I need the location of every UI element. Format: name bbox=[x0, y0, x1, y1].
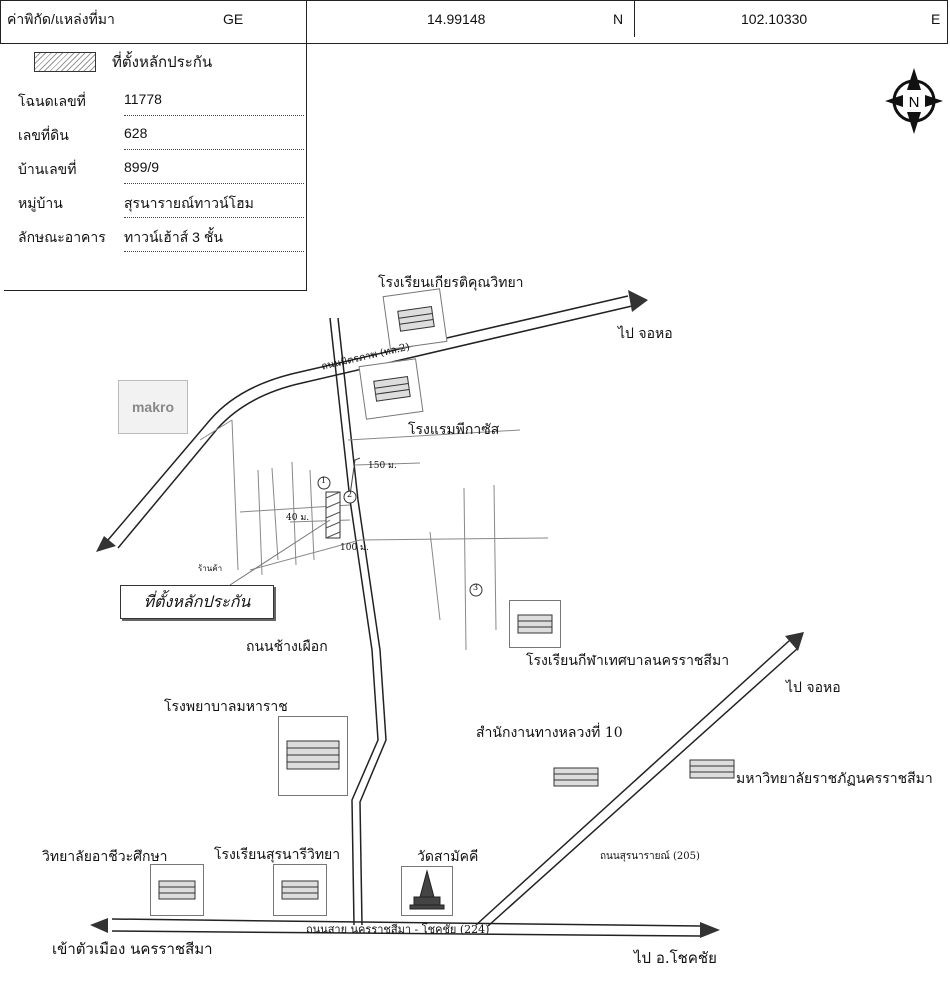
label-highway-office: สำนักงานทางหลวงที่ 10 bbox=[476, 725, 623, 741]
label-road-chokchai: ถนนสาย นครราชสีมา - โชคชัย (224) bbox=[306, 923, 490, 936]
info-row-village: หมู่บ้าน สุรนารายณ์ทาวน์โฮม bbox=[4, 184, 306, 218]
label-to-jorho-top: ไป จอหอ bbox=[618, 326, 673, 342]
arrow-to-jorho-top bbox=[628, 290, 648, 312]
info-row-value: 11778 bbox=[124, 91, 162, 107]
label-dist-100: 100 ม. bbox=[340, 543, 369, 553]
coord-source: GE bbox=[223, 11, 244, 27]
road-mittraphap bbox=[107, 295, 633, 549]
label-small-road: ร้านค้า bbox=[198, 564, 223, 573]
info-row-value: 899/9 bbox=[124, 159, 160, 175]
label-vocational: วิทยาลัยอาชีวะศึกษา bbox=[42, 849, 168, 865]
info-row-building-type: ลักษณะอาคาร ทาวน์เฮ้าส์ 3 ชั้น bbox=[4, 218, 306, 252]
marker-2-label: 2 bbox=[347, 490, 353, 499]
info-row-label: บ้านเลขที่ bbox=[18, 161, 77, 177]
info-row-label: ลักษณะอาคาร bbox=[18, 229, 106, 245]
info-row-deed: โฉนดเลขที่ 11778 bbox=[4, 82, 306, 116]
info-row-value: สุรนารายณ์ทาวน์โฮม bbox=[124, 195, 254, 211]
coordinate-header: ค่าพิกัด/แหล่งที่มา GE 14.99148 N 102.10… bbox=[0, 0, 948, 44]
property-info-panel: ที่ตั้งหลักประกัน โฉนดเลขที่ 11778 เลขที… bbox=[4, 44, 307, 291]
arrow-to-west bbox=[96, 536, 116, 552]
marker-1 bbox=[317, 476, 331, 490]
road-changpuak bbox=[329, 317, 387, 926]
building-rajabhat bbox=[688, 756, 738, 786]
label-school-surnari: โรงเรียนสุรนารีวิทยา bbox=[214, 847, 341, 863]
small-roads bbox=[199, 419, 549, 651]
label-school-kiat: โรงเรียนเกียรติคุณวิทยา bbox=[378, 275, 524, 291]
collateral-location-label: ที่ตั้งหลักประกัน bbox=[120, 585, 274, 619]
arrow-to-chokchai bbox=[700, 922, 720, 938]
label-dist-40: 40 ม. bbox=[286, 513, 310, 523]
collateral-legend-swatch bbox=[34, 52, 96, 72]
building-school-kiat bbox=[382, 288, 448, 350]
label-road-surnarai: ถนนสุรนารายณ์ (205) bbox=[600, 851, 700, 862]
label-road-changpuak: ถนนช้างเผือก bbox=[246, 639, 328, 655]
marker-1-label: 1 bbox=[321, 476, 327, 485]
makro-logo: makro bbox=[118, 380, 188, 434]
label-hotel: โรงแรมพีกาซัส bbox=[408, 422, 500, 438]
compass-letter: N bbox=[909, 94, 920, 111]
label-hospital: โรงพยาบาลมหาราช bbox=[164, 699, 288, 715]
building-school-sport bbox=[509, 600, 561, 648]
collateral-legend-label: ที่ตั้งหลักประกัน bbox=[112, 54, 213, 71]
label-school-sport: โรงเรียนกีฬาเทศบาลนครราชสีมา bbox=[526, 653, 730, 669]
building-vocational bbox=[150, 864, 204, 916]
road-chokchai bbox=[111, 918, 701, 937]
info-row-value: ทาวน์เฮ้าส์ 3 ชั้น bbox=[124, 229, 223, 245]
label-to-jorho-mid: ไป จอหอ bbox=[786, 680, 841, 696]
arrow-to-city bbox=[90, 918, 108, 933]
marker-3 bbox=[469, 583, 483, 597]
building-icon bbox=[397, 306, 435, 332]
building-highway-office bbox=[552, 764, 602, 794]
info-row-value: 628 bbox=[124, 125, 148, 141]
collateral-hatch bbox=[325, 491, 341, 539]
label-dist-150: 150 ม. bbox=[368, 461, 397, 471]
north-compass-icon: N bbox=[885, 68, 943, 134]
building-icon bbox=[553, 767, 599, 787]
pin-leader-line bbox=[229, 519, 331, 586]
label-rajabhat: มหาวิทยาลัยราชภัฏนครราชสีมา bbox=[736, 771, 933, 787]
arrow-to-jorho-mid bbox=[785, 632, 804, 651]
info-row-label: หมู่บ้าน bbox=[18, 195, 63, 211]
longitude-value: 102.10330 bbox=[741, 11, 808, 27]
latitude-direction: N bbox=[613, 11, 624, 27]
marker-2 bbox=[343, 490, 357, 504]
building-icon bbox=[286, 740, 340, 770]
building-icon bbox=[517, 614, 553, 634]
building-icon bbox=[281, 880, 319, 900]
building-hotel bbox=[358, 358, 424, 420]
label-to-city: เข้าตัวเมือง นครราชสีมา bbox=[52, 940, 213, 958]
temple-icon bbox=[409, 869, 445, 910]
building-school-surnari bbox=[273, 864, 327, 916]
longitude-direction: E bbox=[931, 11, 941, 27]
info-row-label: เลขที่ดิน bbox=[18, 127, 69, 143]
divider bbox=[306, 1, 307, 43]
marker-3-label: 3 bbox=[473, 583, 479, 592]
building-icon bbox=[158, 880, 196, 900]
building-wat bbox=[401, 866, 453, 916]
label-wat: วัดสามัคคี bbox=[417, 849, 479, 865]
building-hospital bbox=[278, 716, 348, 796]
road-surnarai bbox=[475, 639, 799, 927]
info-row-label: โฉนดเลขที่ bbox=[18, 93, 86, 109]
latitude-value: 14.99148 bbox=[427, 11, 486, 27]
building-icon bbox=[373, 376, 411, 402]
info-row-house-number: บ้านเลขที่ 899/9 bbox=[4, 150, 306, 184]
label-to-chokchai: ไป อ.โชคชัย bbox=[634, 949, 717, 967]
building-icon bbox=[689, 759, 735, 779]
info-row-land-number: เลขที่ดิน 628 bbox=[4, 116, 306, 150]
coord-label: ค่าพิกัด/แหล่งที่มา bbox=[7, 11, 115, 27]
divider bbox=[634, 1, 635, 37]
